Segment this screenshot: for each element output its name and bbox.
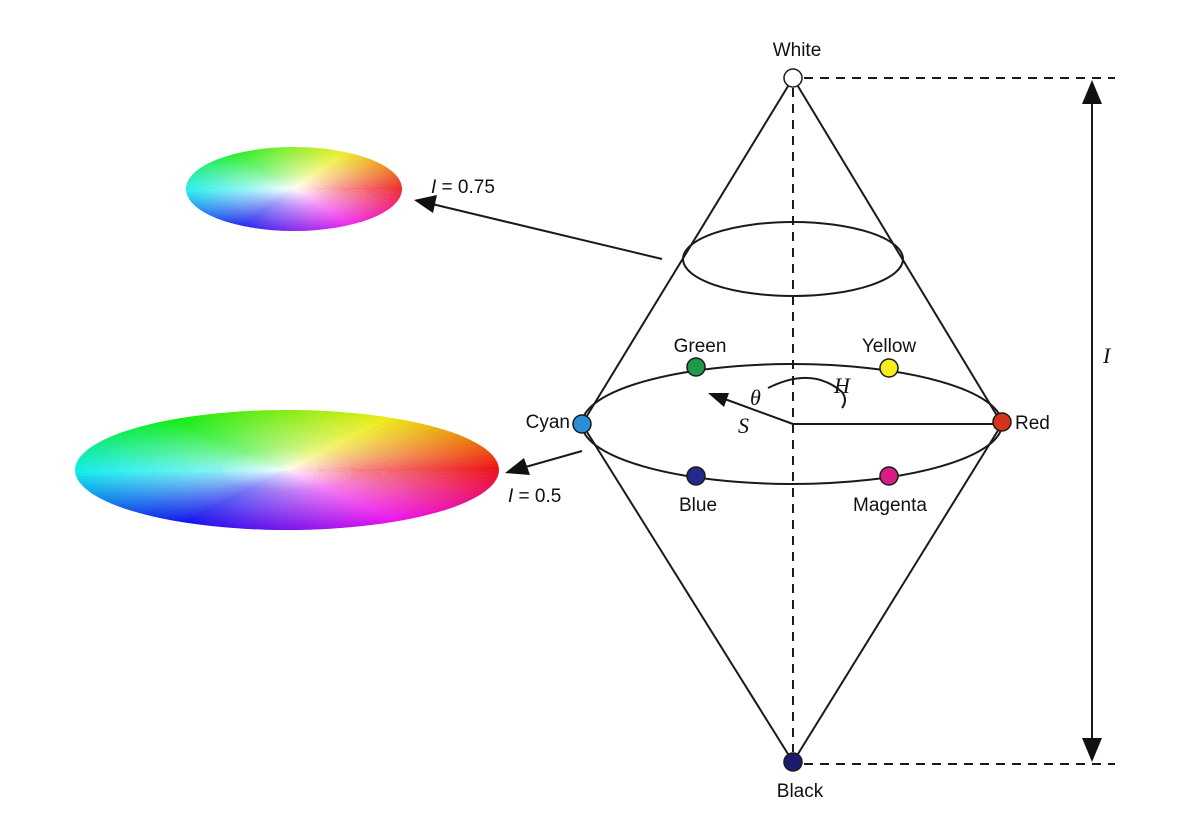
hue-angle-arc bbox=[767, 377, 846, 409]
yellow-label: Yellow bbox=[862, 336, 917, 357]
white-point bbox=[783, 68, 803, 88]
black-label: Black bbox=[777, 781, 824, 802]
theta-symbol: θ bbox=[750, 385, 761, 410]
hue-disk-i075 bbox=[186, 147, 402, 231]
cross-section-i075 bbox=[682, 221, 904, 297]
pointer-arrow-i075 bbox=[414, 195, 663, 260]
red-point bbox=[992, 412, 1012, 432]
magenta-point bbox=[879, 466, 899, 486]
blue-label: Blue bbox=[679, 495, 717, 516]
saturation-arrow bbox=[708, 393, 794, 425]
double-cone bbox=[581, 77, 1003, 763]
black-point bbox=[783, 752, 803, 772]
hue-symbol: H bbox=[833, 373, 851, 398]
blue-point bbox=[686, 466, 706, 486]
cyan-label: Cyan bbox=[526, 412, 570, 433]
hue-disk-i05 bbox=[75, 410, 499, 530]
green-point bbox=[686, 357, 706, 377]
saturation-symbol: S bbox=[738, 413, 749, 438]
intensity-axis-label: I bbox=[1102, 343, 1112, 368]
red-label: Red bbox=[1015, 413, 1050, 434]
cyan-point bbox=[572, 414, 592, 434]
white-label: White bbox=[773, 40, 822, 61]
green-label: Green bbox=[674, 336, 727, 357]
intensity-075-label: I = 0.75 bbox=[431, 177, 495, 198]
intensity-double-arrow bbox=[1082, 80, 1102, 762]
intensity-05-label: I = 0.5 bbox=[508, 486, 561, 507]
magenta-label: Magenta bbox=[853, 495, 927, 516]
yellow-point bbox=[879, 358, 899, 378]
pointer-arrow-i05 bbox=[505, 450, 583, 475]
